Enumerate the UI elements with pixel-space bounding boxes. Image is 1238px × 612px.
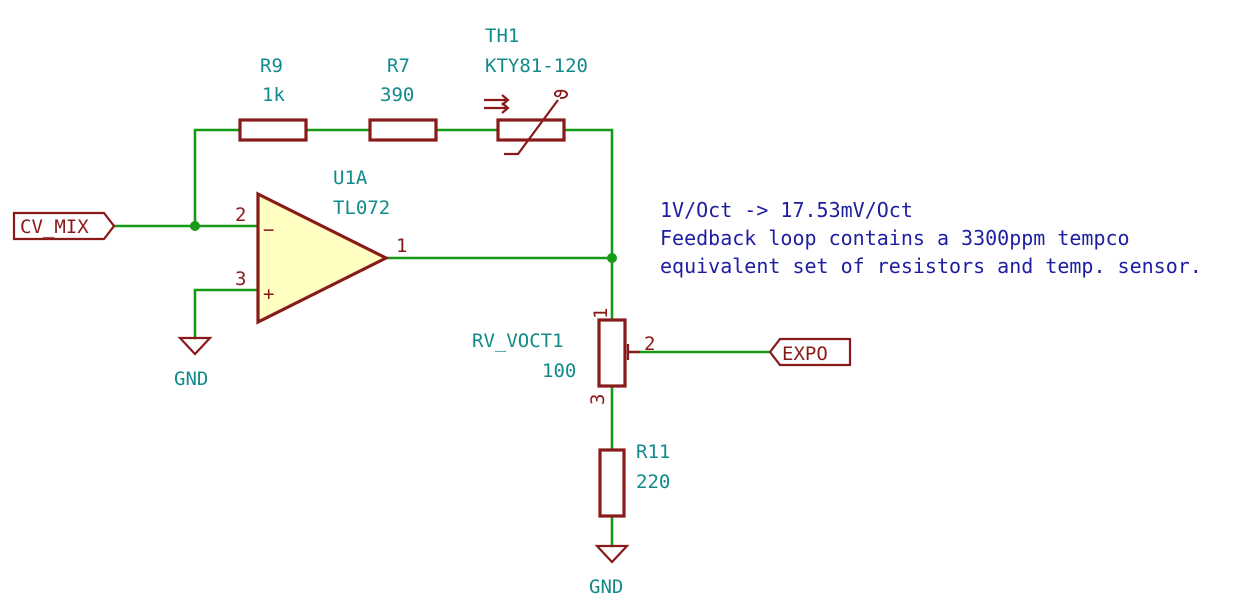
wire-th1-down: [562, 128, 614, 260]
rv-voct1-body: [597, 318, 627, 388]
r7-value: 390: [380, 84, 414, 106]
th1-value: KTY81-120: [485, 55, 588, 77]
r9-value: 1k: [262, 84, 285, 106]
rv-voct1-pin-3: 3: [587, 394, 609, 405]
u1a-value: TL072: [333, 197, 390, 219]
th1-ref: TH1: [485, 25, 519, 47]
u1a-pin-3: 3: [235, 268, 246, 290]
junction-input: [190, 221, 200, 231]
thermistor-th1[interactable]: ϑ TH1 KTY81-120: [484, 25, 588, 156]
r11-body: [598, 448, 626, 518]
th1-slash: [504, 99, 559, 156]
wire-feedback-up: [193, 128, 242, 228]
label-cv-mix[interactable]: CV_MIX: [12, 211, 116, 241]
r9-body: [238, 118, 308, 142]
opamp-u1a[interactable]: − + 2 3 1 U1A TL072: [235, 167, 407, 325]
cv-mix-text: CV_MIX: [20, 216, 89, 238]
u1a-pin-2: 2: [235, 204, 246, 226]
r11-value: 220: [636, 471, 670, 493]
ground-left[interactable]: GND: [174, 336, 213, 390]
r9-ref: R9: [260, 55, 283, 77]
rv-voct1-value: 100: [542, 360, 576, 382]
wires: [112, 128, 772, 548]
ground-bottom[interactable]: GND: [589, 544, 630, 598]
note-line-1: 1V/Oct -> 17.53mV/Oct: [660, 198, 913, 222]
th1-theta-mark: ϑ: [551, 89, 573, 100]
gnd-left-text: GND: [174, 368, 208, 390]
expo-text: EXPO: [782, 343, 828, 365]
resistor-r11[interactable]: R11 220: [598, 441, 670, 518]
th1-light-arrows-icon: [484, 94, 510, 114]
gnd-bottom-symbol-icon: [594, 544, 630, 564]
label-expo[interactable]: EXPO: [768, 337, 852, 367]
resistor-r9[interactable]: R9 1k: [238, 55, 308, 142]
r7-body: [368, 118, 438, 142]
resistor-r7[interactable]: R7 390: [368, 55, 438, 142]
wire-plus-to-gnd: [193, 288, 260, 340]
u1a-minus-sign: −: [263, 219, 274, 241]
gnd-left-symbol-icon: [177, 336, 213, 356]
rv-voct1-ref: RV_VOCT1: [472, 330, 564, 352]
note-line-2: Feedback loop contains a 3300ppm tempco: [660, 226, 1130, 250]
rv-voct1-pin-1: 1: [590, 308, 612, 319]
u1a-plus-sign: +: [263, 283, 274, 305]
u1a-ref: U1A: [333, 167, 368, 189]
cv-mix-flag: [12, 211, 116, 241]
u1a-triangle: [256, 191, 390, 325]
annotation-note: 1V/Oct -> 17.53mV/Oct Feedback loop cont…: [660, 198, 1202, 278]
rv-voct1-pin-2: 2: [644, 333, 655, 355]
gnd-bottom-text: GND: [589, 576, 623, 598]
expo-flag: [768, 337, 852, 367]
r11-ref: R11: [636, 441, 670, 463]
note-line-3: equivalent set of resistors and temp. se…: [660, 254, 1202, 278]
junction-output: [607, 253, 617, 263]
u1a-pin-1: 1: [396, 235, 407, 257]
rv-voct1-wiper-arrow-icon: [626, 344, 640, 360]
th1-body: [496, 118, 566, 142]
r7-ref: R7: [387, 55, 410, 77]
potentiometer-rv-voct1[interactable]: 1 2 3 RV_VOCT1 100: [472, 308, 655, 405]
